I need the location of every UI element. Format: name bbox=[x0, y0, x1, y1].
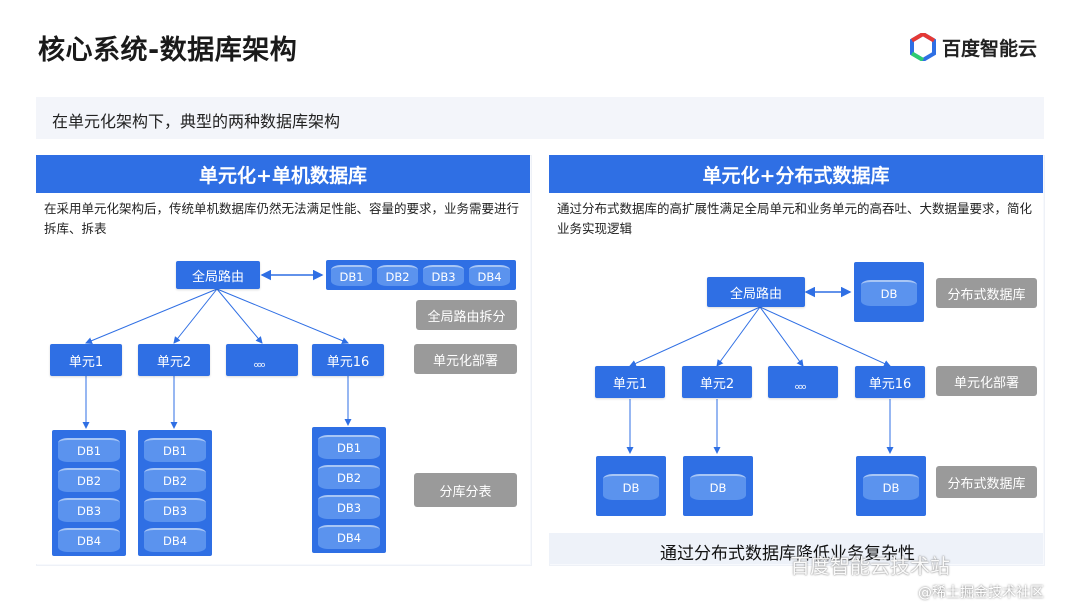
brand-logo: 百度智能云 bbox=[910, 33, 1037, 61]
left-router-db-1: DB1 bbox=[331, 265, 372, 286]
right-unit-2-db: DB bbox=[690, 474, 746, 500]
baidu-cloud-logo-icon bbox=[910, 33, 936, 61]
logo-text: 百度智能云 bbox=[942, 37, 1038, 60]
left-panel-desc: 在采用单元化架构后，传统单机数据库仍然无法满足性能、容量的要求，业务需要进行拆库… bbox=[36, 193, 530, 251]
left-stack-1-db-4: DB4 bbox=[58, 528, 120, 552]
left-stack-1-db-1: DB1 bbox=[58, 438, 120, 462]
right-footer-text: 通过分布式数据库降低业务复杂性 bbox=[660, 544, 915, 564]
intro-bar bbox=[36, 97, 1044, 139]
left-stack-2-db-3: DB3 bbox=[144, 498, 206, 522]
left-stack-16-db-1: DB1 bbox=[318, 435, 380, 459]
left-stack-2-db-1: DB1 bbox=[144, 438, 206, 462]
right-unit-16: 单元16 bbox=[855, 366, 925, 398]
left-unit-2: 单元2 bbox=[138, 344, 210, 376]
left-stack-16-db-4: DB4 bbox=[318, 525, 380, 549]
left-stack-16-db-2: DB2 bbox=[318, 465, 380, 489]
left-label-sharding: 分库分表 bbox=[414, 473, 517, 507]
left-router-db-2: DB2 bbox=[377, 265, 418, 286]
left-stack-1-db-3: DB3 bbox=[58, 498, 120, 522]
right-label-distributed-db-1: 分布式数据库 bbox=[936, 278, 1037, 308]
right-unit-ellipsis: 。。。 bbox=[768, 366, 838, 398]
left-unit-ellipsis: 。。。 bbox=[226, 344, 298, 376]
right-footer-bar bbox=[549, 533, 1043, 564]
left-stack-1-db-2: DB2 bbox=[58, 468, 120, 492]
right-global-router: 全局路由 bbox=[707, 277, 805, 307]
right-label-distributed-db-2: 分布式数据库 bbox=[936, 466, 1037, 498]
left-unit-1: 单元1 bbox=[50, 344, 122, 376]
left-label-unit-deploy: 单元化部署 bbox=[414, 344, 517, 374]
right-unit-1: 单元1 bbox=[595, 366, 665, 398]
left-label-router-split: 全局路由拆分 bbox=[416, 300, 517, 330]
right-unit-2: 单元2 bbox=[682, 366, 752, 398]
left-stack-16-db-3: DB3 bbox=[318, 495, 380, 519]
left-stack-2-db-2: DB2 bbox=[144, 468, 206, 492]
right-unit-16-db: DB bbox=[863, 474, 919, 500]
right-panel-header: 单元化+分布式数据库 bbox=[549, 155, 1043, 193]
right-panel-desc: 通过分布式数据库的高扩展性满足全局单元和业务单元的高吞吐、大数据量要求，简化业务… bbox=[549, 193, 1043, 251]
left-global-router: 全局路由 bbox=[176, 261, 260, 289]
right-label-unit-deploy: 单元化部署 bbox=[936, 366, 1037, 396]
page-title: 核心系统-数据库架构 bbox=[38, 35, 298, 66]
right-router-db: DB bbox=[861, 280, 917, 306]
left-stack-2-db-4: DB4 bbox=[144, 528, 206, 552]
left-router-db-3: DB3 bbox=[423, 265, 464, 286]
watermark-channel: 百度智能云技术站 bbox=[790, 554, 950, 578]
left-unit-16: 单元16 bbox=[312, 344, 384, 376]
left-router-db-4: DB4 bbox=[469, 265, 510, 286]
watermark-community: @稀土掘金技术社区 bbox=[918, 585, 1044, 601]
right-unit-1-db: DB bbox=[603, 474, 659, 500]
left-panel-header: 单元化+单机数据库 bbox=[36, 155, 530, 193]
intro-text: 在单元化架构下，典型的两种数据库架构 bbox=[52, 112, 341, 131]
